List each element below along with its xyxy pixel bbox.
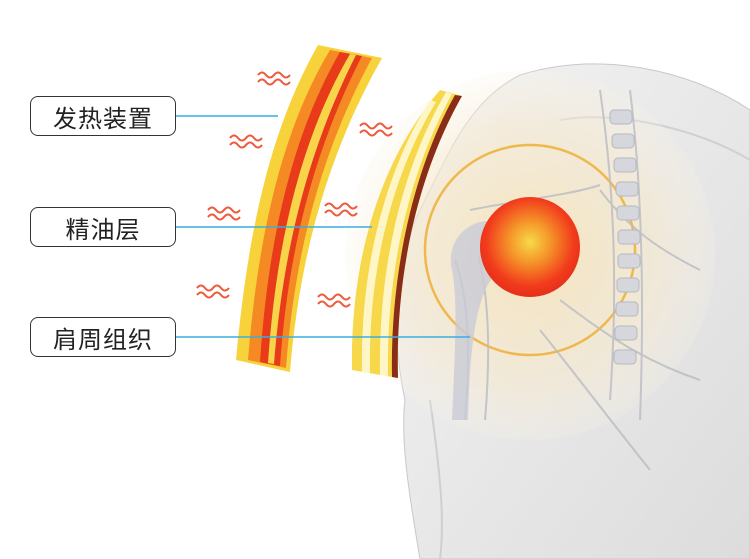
label-heating-device: 发热装置 bbox=[30, 96, 176, 136]
label-oil-layer: 精油层 bbox=[30, 207, 176, 247]
label-shoulder-tissue: 肩周组织 bbox=[30, 317, 176, 357]
hotspot bbox=[480, 197, 580, 297]
